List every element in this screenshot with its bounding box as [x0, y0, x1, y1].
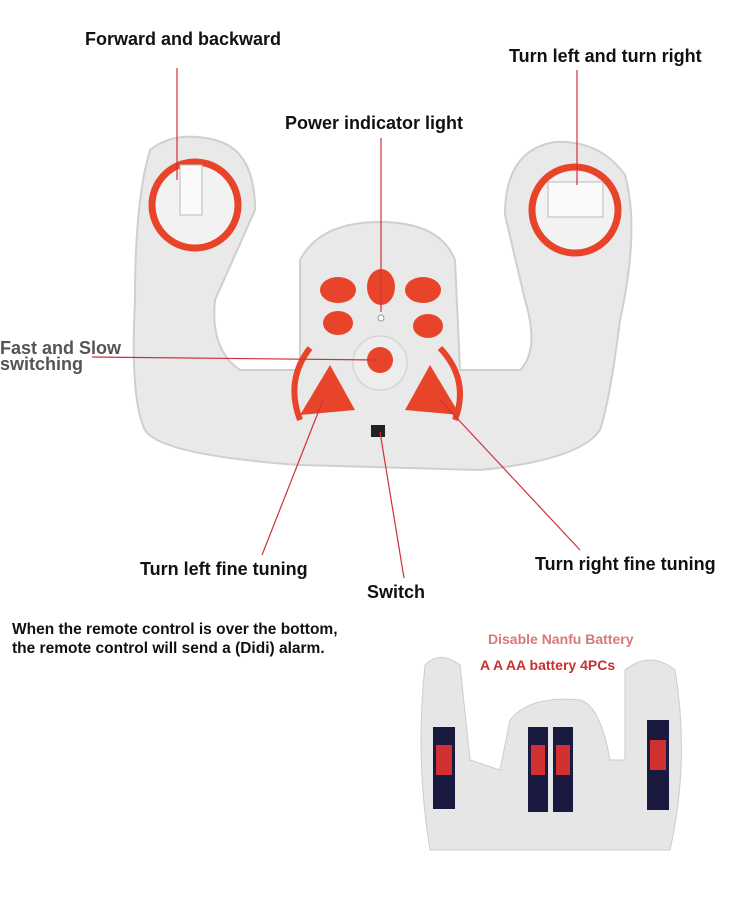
button-mid-right[interactable]: [413, 314, 443, 338]
battery-warning: Disable Nanfu Battery: [488, 631, 634, 647]
battery-spec: A A AA battery 4PCs: [480, 657, 616, 673]
label-fast-slow: Fast and Slow switching: [0, 338, 122, 374]
left-joystick[interactable]: [179, 164, 203, 216]
speed-button[interactable]: [367, 347, 393, 373]
label-fast-slow-line2: switching: [0, 354, 84, 374]
right-joystick[interactable]: [547, 181, 604, 218]
power-switch[interactable]: [371, 425, 385, 437]
left-arc: [291, 346, 313, 422]
button-top-left[interactable]: [320, 277, 356, 303]
label-right-fine-tuning: Turn right fine tuning: [535, 554, 716, 574]
right-trim-button[interactable]: [405, 365, 460, 415]
alarm-note: When the remote control is over the bott…: [12, 620, 338, 658]
battery-stripe: [650, 740, 666, 770]
label-forward-backward: Forward and backward: [85, 29, 282, 49]
alarm-note-line2: the remote control will send a (Didi) al…: [12, 640, 325, 657]
alarm-note-line1: When the remote control is over the bott…: [12, 621, 338, 638]
battery-compartment-view: [420, 657, 682, 851]
label-power-light: Power indicator light: [285, 113, 464, 133]
label-turn-left-right: Turn left and turn right: [509, 46, 702, 66]
battery-stripe: [556, 745, 570, 775]
label-fast-slow-line1: Fast and Slow: [0, 338, 122, 358]
right-arc: [437, 345, 463, 422]
pointer-lines: [91, 68, 581, 579]
label-left-fine-tuning: Turn left fine tuning: [140, 559, 308, 579]
power-indicator-light: [377, 314, 385, 322]
label-switch: Switch: [367, 582, 426, 602]
battery-stripe: [436, 745, 452, 775]
left-trim-button[interactable]: [300, 365, 355, 415]
button-mid-left[interactable]: [323, 311, 353, 335]
battery-stripe: [531, 745, 545, 775]
button-top-right[interactable]: [405, 277, 441, 303]
